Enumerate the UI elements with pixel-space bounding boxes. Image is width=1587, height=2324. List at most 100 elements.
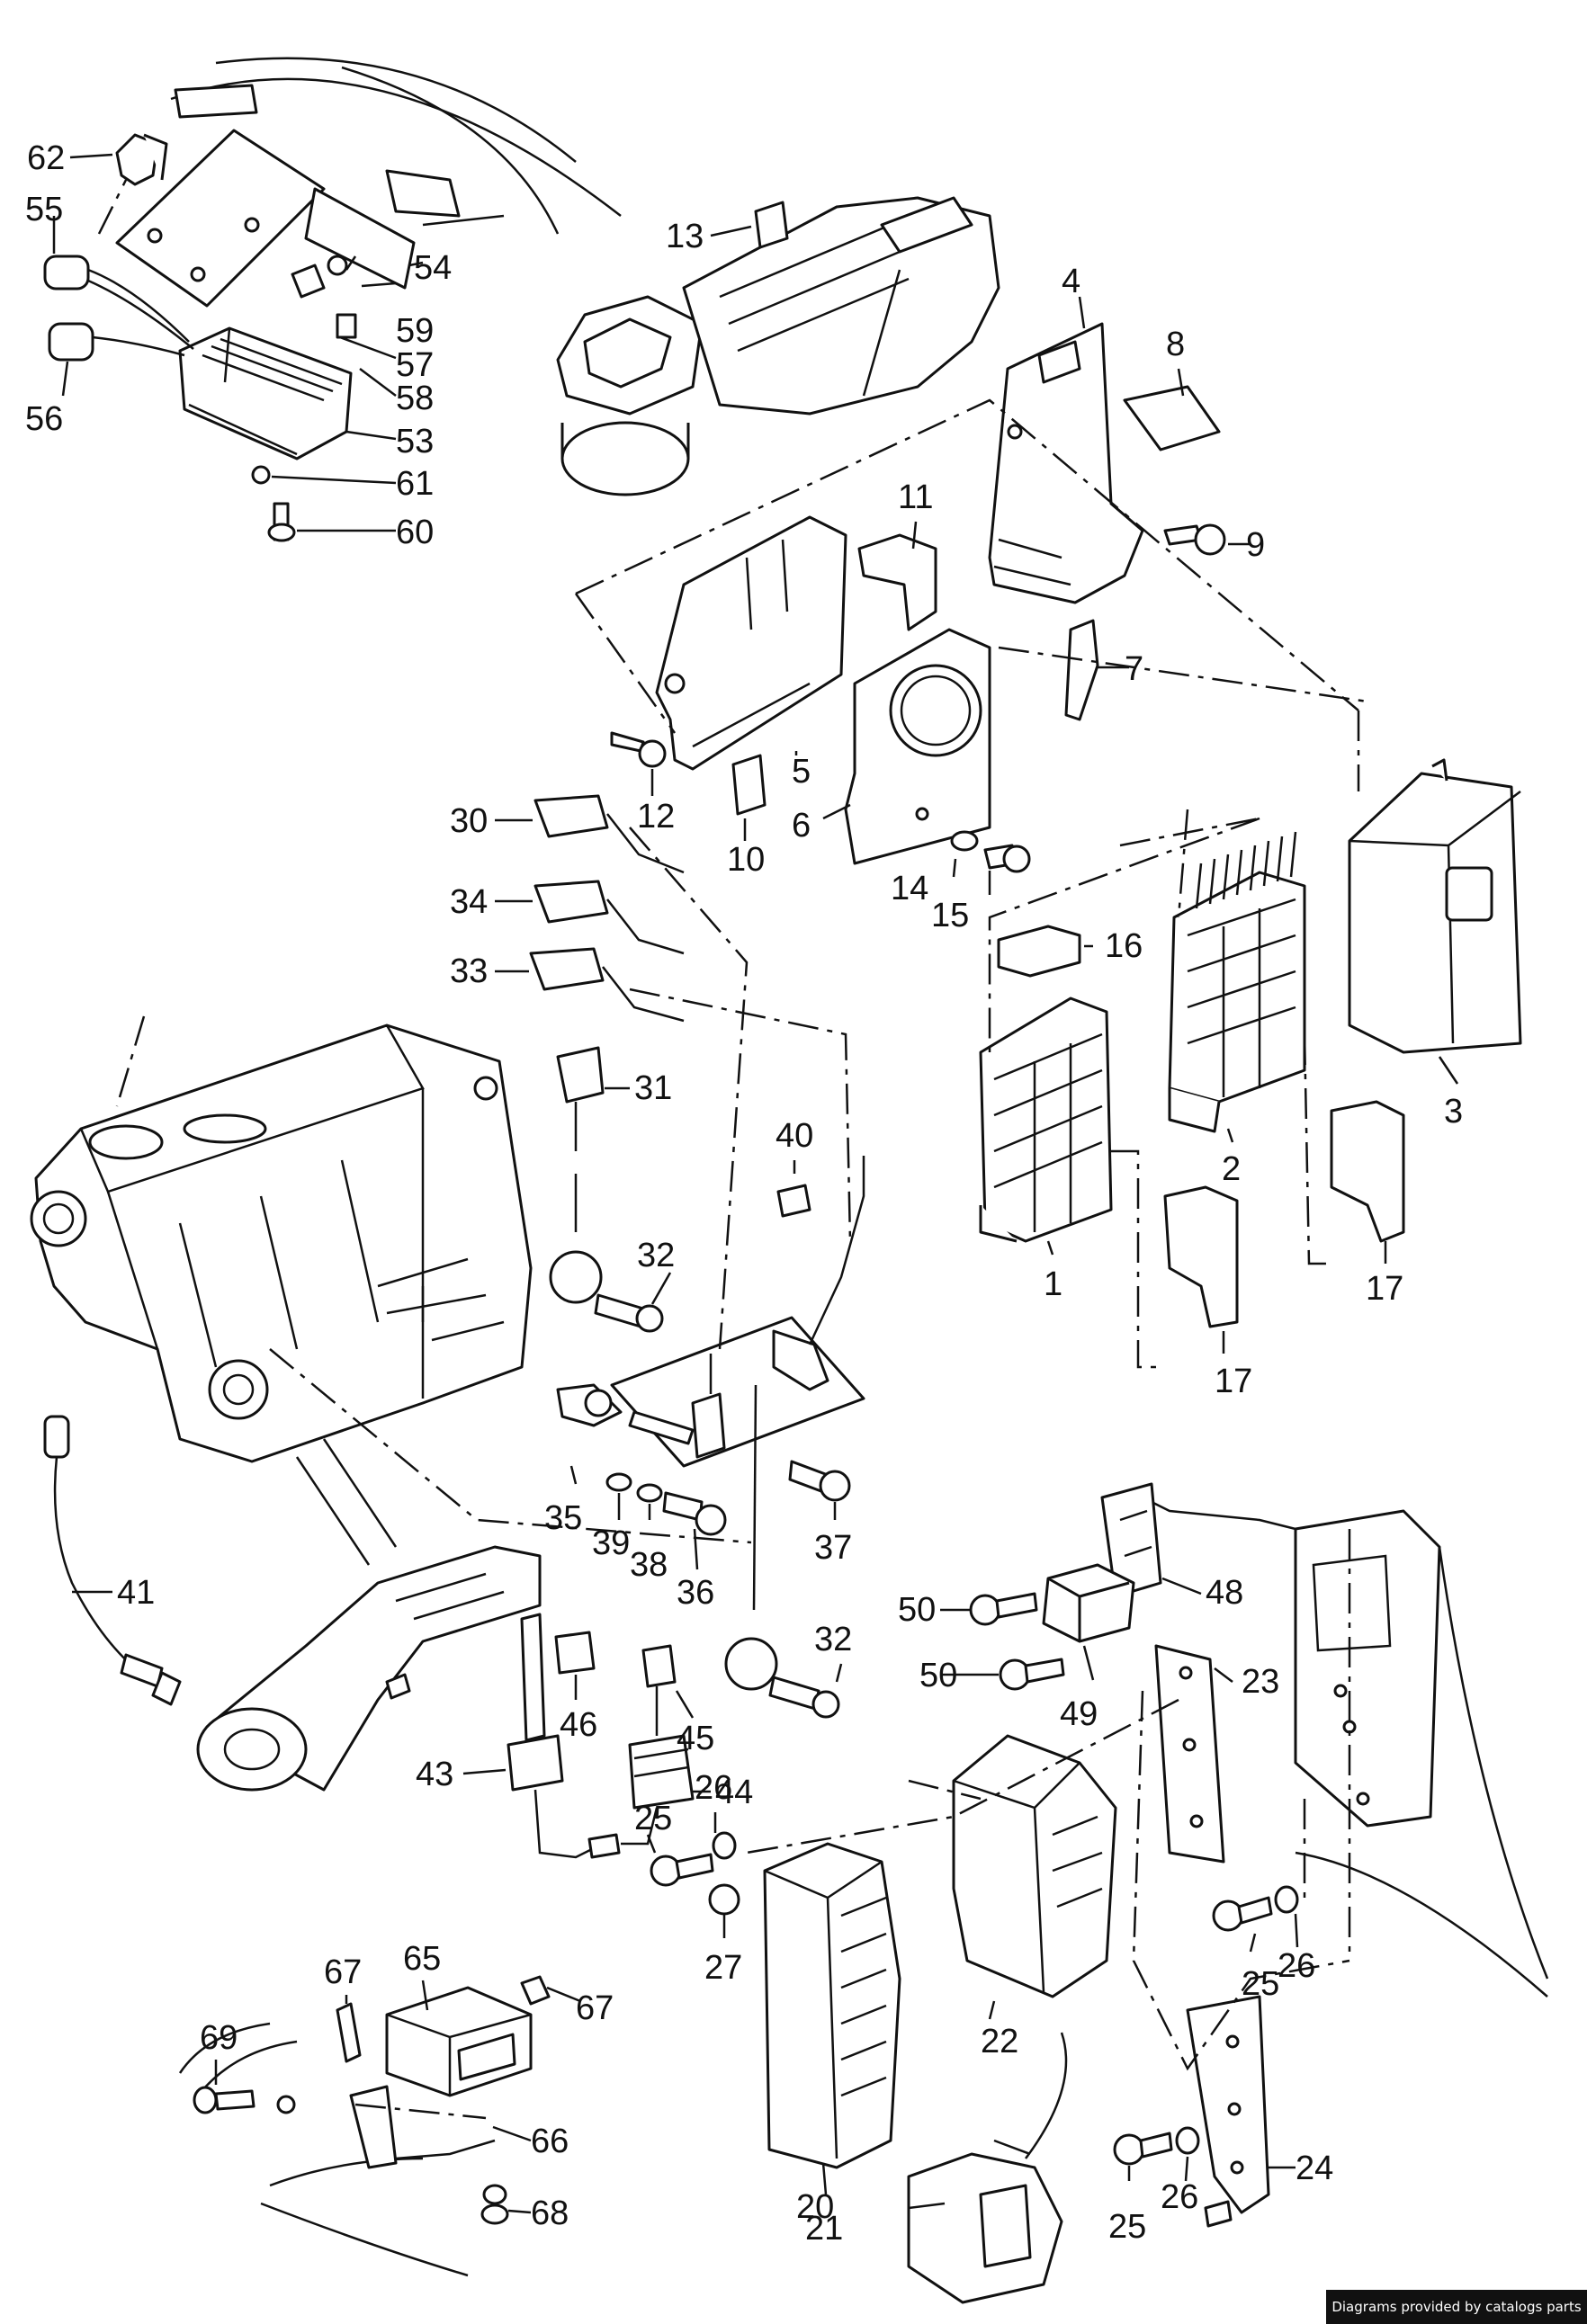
screw-50-lower — [999, 1658, 1065, 1691]
harness-connectors-55-56 — [43, 255, 194, 362]
screw-25-bottom — [1113, 2132, 1173, 2166]
screw-lower-24 — [1204, 2200, 1233, 2228]
washer-26-bottom — [1175, 2126, 1200, 2155]
bolt-37 — [788, 1460, 851, 1502]
fuse-block-16 — [997, 925, 1081, 978]
callout-16: 16 — [1105, 927, 1143, 965]
relay-carrier-1 — [979, 997, 1113, 1243]
callout-48: 48 — [1206, 1574, 1243, 1612]
relay-carrier-2 — [1168, 831, 1306, 1133]
fasteners-57-61 — [251, 255, 357, 542]
relay-carrier-21 — [763, 1842, 901, 2169]
callout-30: 30 — [450, 802, 488, 840]
callout-23: 23 — [1242, 1663, 1279, 1701]
callout-31: 31 — [634, 1069, 672, 1107]
bracket-23 — [1154, 1644, 1225, 1864]
callout-57: 57 — [396, 346, 434, 384]
callout-65: 65 — [403, 1940, 441, 1978]
body-side-panel — [1151, 1500, 1549, 1998]
callout-2: 2 — [1222, 1150, 1241, 1188]
callout-6: 6 — [792, 807, 811, 845]
bracket-24 — [1186, 1995, 1270, 2214]
washer-26-left — [712, 1831, 737, 1860]
screw-12 — [610, 731, 667, 768]
callout-12: 12 — [637, 798, 675, 836]
callout-1: 1 — [1044, 1265, 1062, 1303]
callout-67-right: 67 — [576, 1989, 614, 2027]
bracket-17-upper — [1330, 1100, 1405, 1243]
callout-15: 15 — [931, 897, 969, 934]
callout-4: 4 — [1062, 263, 1080, 300]
callout-36: 36 — [677, 1574, 714, 1612]
bracket-11 — [857, 533, 937, 631]
engine-block — [30, 1023, 533, 1566]
callout-49: 49 — [1060, 1695, 1098, 1733]
credit-banner: Diagrams provided by catalogs parts — [1326, 2290, 1587, 2324]
sensor-connector-31 — [556, 1046, 605, 1151]
callout-24: 24 — [1296, 2150, 1333, 2187]
relay-49 — [1042, 1563, 1135, 1643]
clip-8 — [1123, 385, 1221, 451]
callout-55: 55 — [25, 191, 63, 228]
callout-62: 62 — [27, 139, 65, 177]
callout-3: 3 — [1444, 1093, 1463, 1131]
callout-67-left: 67 — [324, 1953, 362, 1991]
grommet-68 — [480, 2184, 509, 2225]
bolt-15 — [983, 844, 1031, 873]
callout-45: 45 — [677, 1720, 714, 1757]
callout-59: 59 — [396, 312, 434, 350]
callout-26-right: 26 — [1278, 1947, 1315, 1985]
bolt-36 — [662, 1491, 727, 1536]
relay-clip-62 — [115, 133, 168, 186]
callout-46: 46 — [560, 1706, 597, 1744]
callout-25-left: 25 — [634, 1800, 672, 1837]
callout-26-bottom: 26 — [1161, 2178, 1198, 2216]
heater-housing — [556, 196, 1000, 496]
speed-sensor-mount — [556, 1156, 865, 1468]
callout-40: 40 — [776, 1117, 813, 1155]
cover-panel-5 — [655, 515, 847, 771]
callout-66: 66 — [531, 2123, 569, 2160]
callout-34: 34 — [450, 883, 488, 921]
callout-14: 14 — [891, 870, 928, 907]
callout-32-lower: 32 — [814, 1621, 852, 1658]
callout-43: 43 — [416, 1756, 453, 1793]
module-22 — [952, 1734, 1117, 1998]
clip-67-right — [520, 1975, 551, 2006]
connector-34 — [533, 880, 685, 955]
connector-33 — [529, 947, 685, 1023]
callout-21: 21 — [805, 2210, 843, 2248]
callout-11: 11 — [898, 478, 933, 516]
callout-38: 38 — [630, 1546, 668, 1584]
callout-27: 27 — [704, 1949, 742, 1987]
knock-sensor-32-lower — [724, 1384, 840, 1719]
callout-60: 60 — [396, 514, 434, 551]
bracket-17-lower — [1163, 1185, 1239, 1328]
callout-50-upper: 50 — [898, 1591, 936, 1629]
callout-44: 44 — [715, 1774, 753, 1811]
temperature-sensor-43 — [507, 1613, 621, 1859]
washer-14 — [950, 830, 979, 852]
callout-5: 5 — [792, 753, 811, 791]
callout-25-bottom: 25 — [1108, 2208, 1146, 2246]
callout-22: 22 — [981, 2023, 1018, 2060]
clip-67-left — [336, 2002, 362, 2063]
callout-35: 35 — [544, 1499, 582, 1537]
callout-9: 9 — [1246, 526, 1265, 564]
control-unit-cover-3 — [1348, 758, 1522, 1054]
callout-26-left: 26 — [695, 1769, 732, 1807]
clip-40 — [776, 1184, 811, 1218]
screw-9 — [1163, 523, 1226, 556]
callout-61: 61 — [396, 465, 434, 503]
control-module-53 — [178, 326, 353, 460]
lambda-probe-41 — [43, 1415, 182, 1706]
knock-sensor-32-upper — [549, 1174, 664, 1333]
assembly-reference-lines — [97, 179, 1368, 2120]
callout-10: 10 — [727, 841, 765, 879]
screw-25-right — [1212, 1896, 1273, 1932]
callout-54: 54 — [414, 249, 452, 287]
callout-37: 37 — [814, 1529, 852, 1567]
harness-grommet-20 — [907, 2032, 1068, 2304]
sensor-44 — [621, 1734, 695, 1846]
